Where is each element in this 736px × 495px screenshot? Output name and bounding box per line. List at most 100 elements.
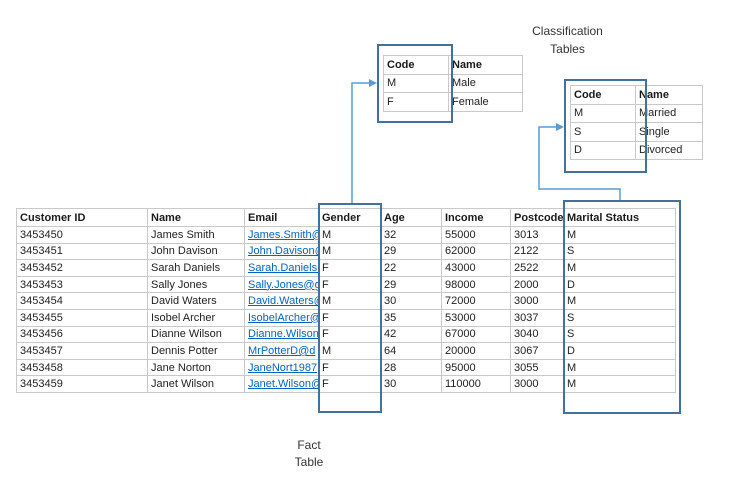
- column-header: Code: [570, 85, 636, 105]
- cell: S: [570, 122, 636, 142]
- cell: Single: [635, 122, 703, 142]
- cell: 3453454: [16, 292, 148, 310]
- email-link[interactable]: Sally.Jones@g: [248, 278, 319, 291]
- email-link[interactable]: JaneNort1987: [248, 361, 318, 374]
- cell: 32: [380, 226, 442, 244]
- cell: 2122: [510, 242, 564, 261]
- cell: M: [563, 226, 676, 244]
- cell: 3453452: [16, 259, 148, 277]
- cell: M: [563, 292, 676, 310]
- column-header: Marital Status: [563, 208, 676, 227]
- cell: David Waters: [147, 292, 245, 310]
- email-link[interactable]: Dianne.Wilson: [248, 328, 319, 341]
- cell: Sally Jones: [147, 275, 245, 294]
- column-header: Name: [147, 208, 245, 227]
- email-link[interactable]: IsobelArcher@: [248, 311, 319, 324]
- cell: Sally.Jones@g: [244, 275, 319, 294]
- cell: 55000: [441, 226, 511, 244]
- arrowhead-icon: [369, 79, 377, 87]
- cell: Dianne.Wilson: [244, 325, 319, 344]
- cell: M: [563, 375, 676, 393]
- cell: 3037: [510, 308, 564, 327]
- cell: F: [318, 259, 381, 277]
- cell: 95000: [441, 358, 511, 377]
- email-link[interactable]: James.Smith@: [248, 228, 319, 241]
- cell: M: [383, 73, 449, 93]
- column-header: Name: [635, 85, 703, 105]
- cell: 20000: [441, 342, 511, 360]
- cell: M: [318, 292, 381, 310]
- column-header: Age: [380, 208, 442, 227]
- column-header: Gender: [318, 208, 381, 227]
- cell: 22: [380, 259, 442, 277]
- column-header: Email: [244, 208, 319, 227]
- cell: 98000: [441, 275, 511, 294]
- cell: IsobelArcher@: [244, 308, 319, 327]
- cell: 3453451: [16, 242, 148, 261]
- cell: 3040: [510, 325, 564, 344]
- cell: David.Waters@: [244, 292, 319, 310]
- cell: 67000: [441, 325, 511, 344]
- column-header: Name: [448, 55, 523, 75]
- email-link[interactable]: Janet.Wilson@: [248, 378, 319, 391]
- cell: 35: [380, 308, 442, 327]
- email-link[interactable]: MrPotterD@d: [248, 344, 316, 357]
- cell: 3453459: [16, 375, 148, 393]
- cell: Jane Norton: [147, 358, 245, 377]
- cell: 2522: [510, 259, 564, 277]
- cell: 42: [380, 325, 442, 344]
- cell: Married: [635, 103, 703, 123]
- cell: 28: [380, 358, 442, 377]
- column-header: Postcode: [510, 208, 564, 227]
- cell: M: [318, 242, 381, 261]
- cell: 3000: [510, 375, 564, 393]
- classification-tables-label: Classification Tables: [532, 24, 603, 56]
- cell: F: [318, 275, 381, 294]
- cell: James.Smith@: [244, 226, 319, 244]
- column-header: Income: [441, 208, 511, 227]
- cell: Janet Wilson: [147, 375, 245, 393]
- cell: 29: [380, 275, 442, 294]
- cell: S: [563, 242, 676, 261]
- cell: 30: [380, 375, 442, 393]
- cell: 3453458: [16, 358, 148, 377]
- cell: 64: [380, 342, 442, 360]
- cell: Divorced: [635, 140, 703, 160]
- cell: Male: [448, 73, 523, 93]
- email-link[interactable]: Sarah.Daniels@: [248, 261, 318, 274]
- cell: 3453457: [16, 342, 148, 360]
- email-link[interactable]: David.Waters@: [248, 295, 319, 308]
- cell: 3055: [510, 358, 564, 377]
- cell: Janet.Wilson@: [244, 375, 319, 393]
- cell: F: [318, 375, 381, 393]
- cell: James Smith: [147, 226, 245, 244]
- cell: Sarah Daniels: [147, 259, 245, 277]
- column-header: Customer ID: [16, 208, 148, 227]
- cell: M: [563, 358, 676, 377]
- email-link[interactable]: John.Davison@: [248, 245, 319, 258]
- cell: S: [563, 308, 676, 327]
- cell: John Davison: [147, 242, 245, 261]
- cell: 30: [380, 292, 442, 310]
- cell: F: [318, 308, 381, 327]
- cell: 53000: [441, 308, 511, 327]
- cell: M: [570, 103, 636, 123]
- cell: Dianne Wilson: [147, 325, 245, 344]
- fact-table-label: Fact Table: [294, 438, 324, 469]
- cell: 3453453: [16, 275, 148, 294]
- cell: 3453455: [16, 308, 148, 327]
- cell: 3067: [510, 342, 564, 360]
